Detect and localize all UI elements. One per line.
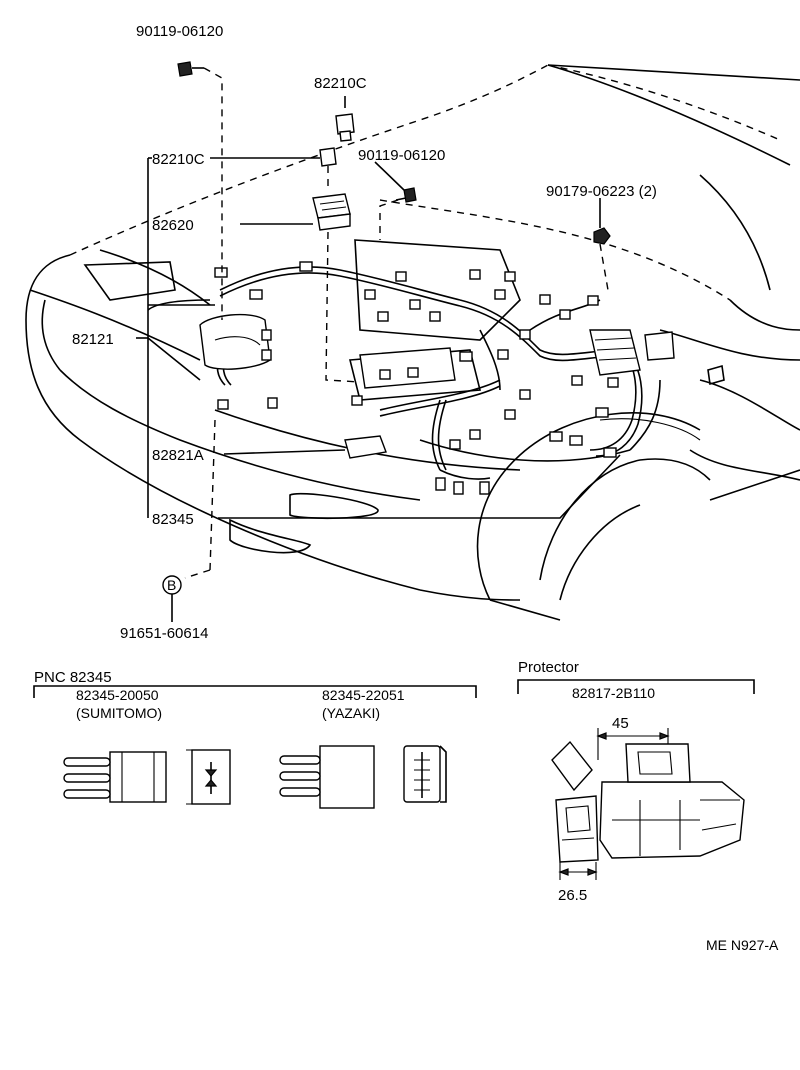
- protector-title: Protector: [518, 659, 579, 676]
- leader-lines: [136, 67, 621, 622]
- protector-part-number: 82817-2B110: [572, 685, 655, 701]
- ref-marker-b: B: [162, 575, 182, 595]
- engine-harness: [199, 239, 675, 495]
- sumitomo-connector-end-icon: [186, 749, 231, 805]
- callout-clip-side: 82210C: [152, 151, 205, 168]
- yazaki-connector-side-icon: [279, 745, 375, 809]
- protector-dim-width: 45: [612, 715, 629, 732]
- protector-body-icon: [599, 743, 745, 859]
- pnc-right-part-number: 82345-22051: [322, 687, 405, 703]
- sumitomo-connector-side-icon: [63, 751, 167, 803]
- callout-bracket: 82821A: [152, 447, 204, 464]
- protector-side-icon: [551, 740, 599, 863]
- pnc-right-maker: (YAZAKI): [322, 705, 380, 721]
- yazaki-connector-end-icon: [403, 745, 447, 803]
- clip-side-icon: [319, 147, 337, 167]
- pnc-title: PNC 82345: [34, 669, 112, 686]
- callout-connector: 82345: [152, 511, 194, 528]
- pnc-left-maker: (SUMITOMO): [76, 705, 162, 721]
- callout-bolt-mid: 90119-06120: [358, 147, 445, 164]
- harness-connectors: [214, 261, 619, 495]
- protector-dim-height: 26.5: [558, 887, 587, 904]
- pnc-left-part-number: 82345-20050: [76, 687, 159, 703]
- car-body-outline: [25, 64, 800, 621]
- figure-code: ME N927-A: [706, 937, 779, 953]
- pnc-section: PNC 82345 82345-20050 (SUMITOMO) 82345-2…: [33, 669, 477, 809]
- bolt-mid-icon: [395, 187, 417, 203]
- relay-block-icon: [312, 193, 351, 231]
- ref-marker-label: B: [167, 577, 176, 593]
- callout-bolt-top: 90119-06120: [136, 23, 223, 40]
- callout-clip-top: 82210C: [314, 75, 367, 92]
- bolt-top-icon: [177, 61, 204, 77]
- callout-nut: 90179-06223 (2): [546, 183, 657, 200]
- clip-top-icon: [335, 113, 355, 142]
- protector-section: Protector 82817-2B110 45 26.5: [517, 659, 755, 904]
- callout-relay-block: 82620: [152, 217, 194, 234]
- nut-icon: [593, 227, 611, 245]
- callout-bottom-part: 91651-60614: [120, 625, 208, 642]
- callout-wiring-harness: 82121: [72, 331, 114, 348]
